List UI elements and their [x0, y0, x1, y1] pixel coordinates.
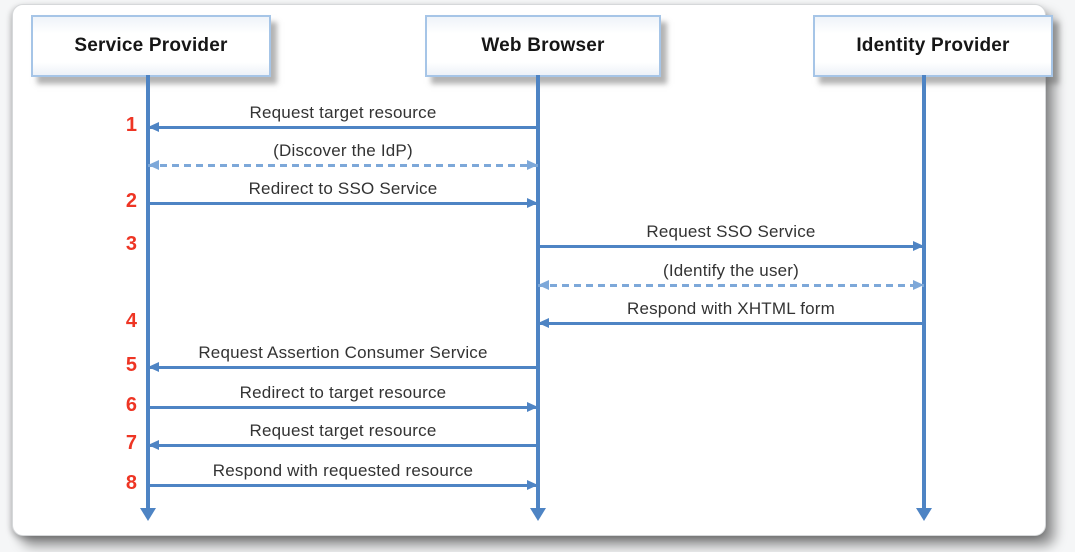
- arrowhead-right-icon: [913, 280, 924, 290]
- message-label: Respond with requested resource: [212, 461, 474, 480]
- step-number: 8: [125, 472, 137, 494]
- lifeline-identity-provider: [922, 75, 926, 509]
- actor-label-web-browser: Web Browser: [481, 35, 605, 56]
- arrowhead-left-icon: [148, 160, 159, 170]
- message-label: Redirect to SSO Service: [248, 179, 438, 198]
- lifeline-web-browser: [536, 75, 540, 509]
- arrowhead-right-icon: [913, 241, 924, 251]
- step-number: 4: [125, 310, 137, 332]
- lifeline-end-arrow-icon: [530, 508, 546, 521]
- message-label: Request Assertion Consumer Service: [198, 343, 488, 362]
- message-line: [148, 406, 538, 409]
- lifeline-end-arrow-icon: [140, 508, 156, 521]
- message-line: [148, 202, 538, 205]
- arrowhead-right-icon: [527, 480, 538, 490]
- arrowhead-right-icon: [527, 198, 538, 208]
- message-label: Request target resource: [249, 421, 437, 440]
- message-line-dashed: [538, 284, 924, 287]
- step-number: 2: [125, 190, 137, 212]
- arrowhead-left-icon: [538, 280, 549, 290]
- message-line: [148, 366, 538, 369]
- message-label: Request SSO Service: [646, 222, 816, 241]
- message-label: (Discover the IdP): [273, 141, 413, 160]
- message-label: Request target resource: [249, 103, 437, 122]
- message-label: Redirect to target resource: [239, 383, 447, 402]
- message-line-dashed: [148, 164, 538, 167]
- actor-label-service-provider: Service Provider: [74, 35, 228, 56]
- step-number: 1: [125, 114, 137, 136]
- arrowhead-left-icon: [148, 362, 159, 372]
- actor-box-service-provider: Service Provider: [31, 15, 271, 77]
- arrowhead-left-icon: [538, 318, 549, 328]
- step-number: 5: [125, 354, 137, 376]
- arrowhead-right-icon: [527, 160, 538, 170]
- arrowhead-left-icon: [148, 122, 159, 132]
- message-line: [538, 322, 924, 325]
- lifeline-end-arrow-icon: [916, 508, 932, 521]
- arrowhead-left-icon: [148, 440, 159, 450]
- lifeline-service-provider: [146, 75, 150, 509]
- step-number: 3: [125, 233, 137, 255]
- step-number: 6: [125, 394, 137, 416]
- message-line: [148, 126, 538, 129]
- message-label: (Identify the user): [662, 261, 800, 280]
- arrowhead-right-icon: [527, 402, 538, 412]
- message-line: [148, 444, 538, 447]
- saml-sso-sequence-diagram: Service Provider Web Browser Identity Pr…: [12, 4, 1053, 536]
- message-label: Respond with XHTML form: [626, 299, 836, 318]
- message-line: [148, 484, 538, 487]
- step-number: 7: [125, 432, 137, 454]
- actor-label-identity-provider: Identity Provider: [856, 35, 1010, 56]
- actor-box-identity-provider: Identity Provider: [813, 15, 1053, 77]
- message-line: [538, 245, 924, 248]
- actor-box-web-browser: Web Browser: [425, 15, 661, 77]
